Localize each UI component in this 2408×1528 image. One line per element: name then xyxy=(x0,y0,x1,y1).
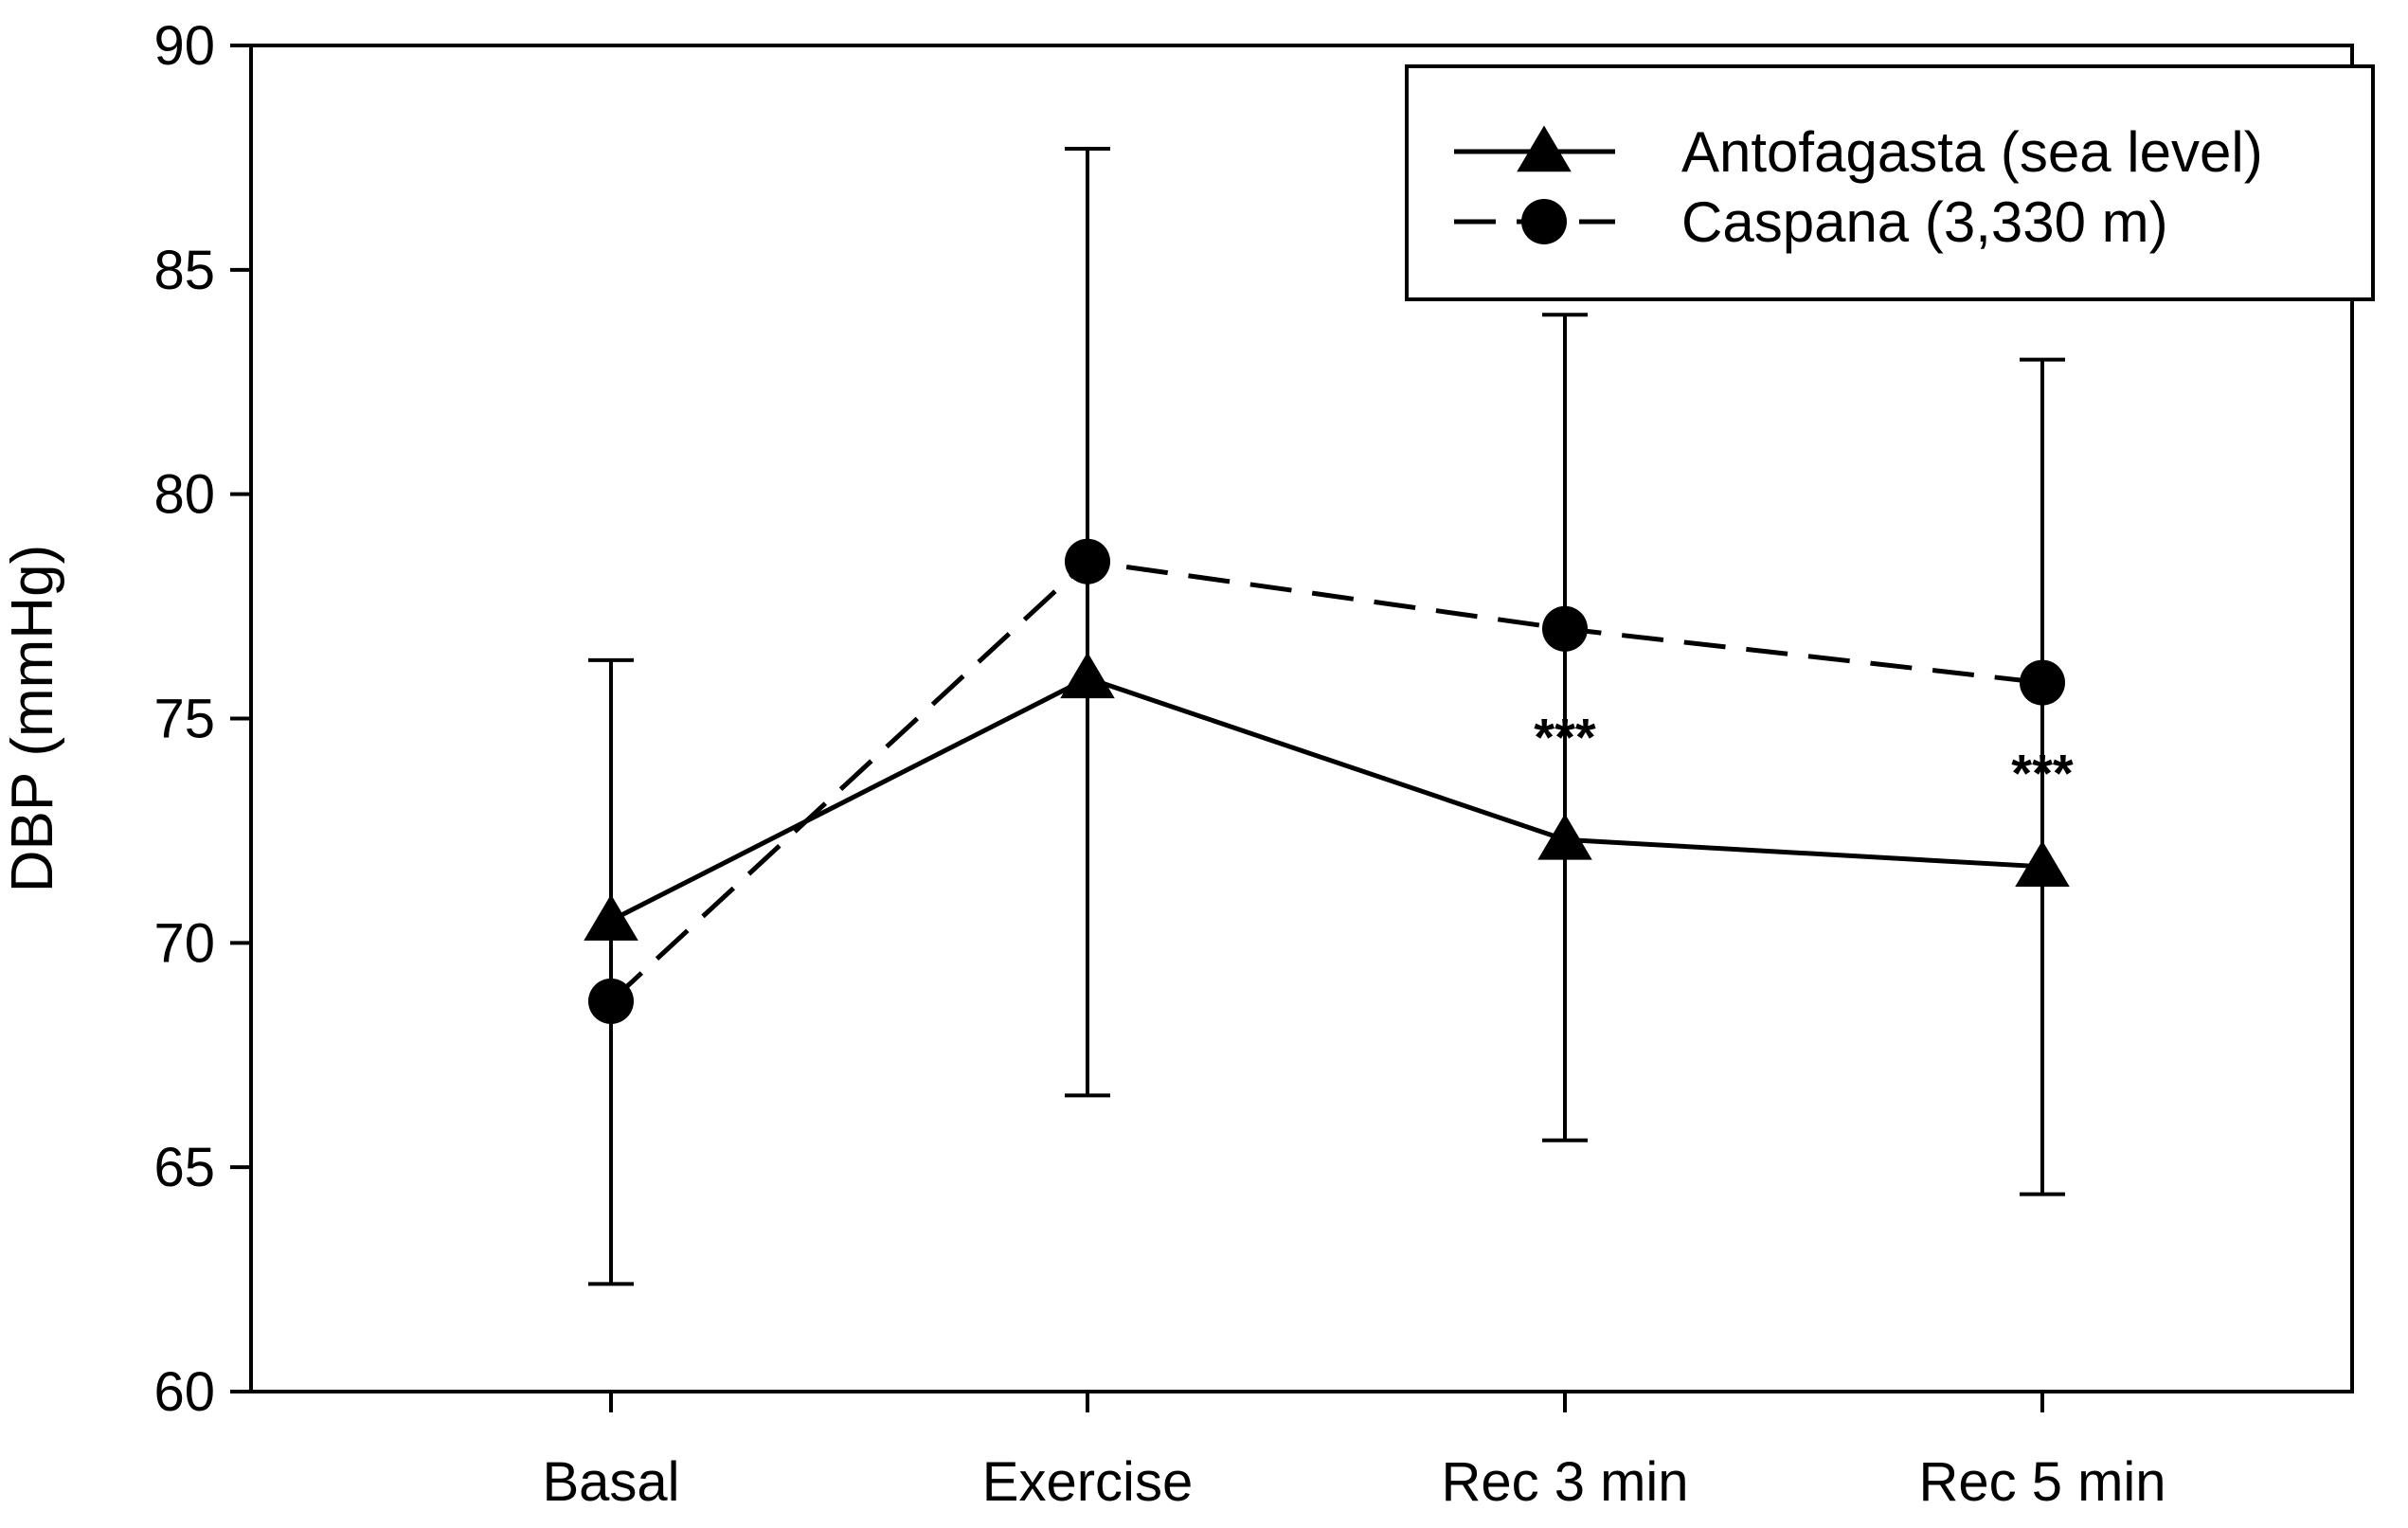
x-tick-label: Basal xyxy=(542,1451,679,1513)
significance-annotation: *** xyxy=(1534,707,1596,766)
series-line-0 xyxy=(609,675,2043,923)
series-1-point xyxy=(1542,605,1588,652)
x-tick-label: Rec 3 min xyxy=(1441,1451,1688,1513)
series-0-point xyxy=(584,894,638,941)
series-0-point xyxy=(1060,652,1115,699)
x-tick-label: Exercise xyxy=(982,1451,1193,1513)
y-axis-title: DBP (mmHg) xyxy=(0,545,65,892)
series-0-point xyxy=(2015,840,2070,888)
y-tick-label: 70 xyxy=(153,912,215,974)
series-line-1 xyxy=(609,559,2043,1003)
legend-marker-0 xyxy=(1517,125,1572,172)
y-tick-label: 65 xyxy=(153,1137,215,1198)
y-tick-label: 80 xyxy=(153,464,215,526)
y-tick-label: 60 xyxy=(153,1361,215,1423)
legend-label-1: Caspana (3,330 m) xyxy=(1681,190,2168,254)
series-1-point xyxy=(1065,538,1110,584)
significance-annotation: *** xyxy=(2011,743,2074,802)
y-tick-label: 90 xyxy=(153,15,215,77)
y-tick-label: 75 xyxy=(153,689,215,750)
series-0-point xyxy=(1537,813,1592,860)
series-1-point xyxy=(588,978,634,1024)
legend-box xyxy=(1405,64,2375,301)
legend-label-0: Antofagasta (sea level) xyxy=(1681,120,2263,184)
legend-marker-1 xyxy=(1521,199,1567,244)
x-tick-label: Rec 5 min xyxy=(1918,1451,2165,1513)
series-1-point xyxy=(2020,659,2065,706)
y-tick-label: 85 xyxy=(153,240,215,301)
